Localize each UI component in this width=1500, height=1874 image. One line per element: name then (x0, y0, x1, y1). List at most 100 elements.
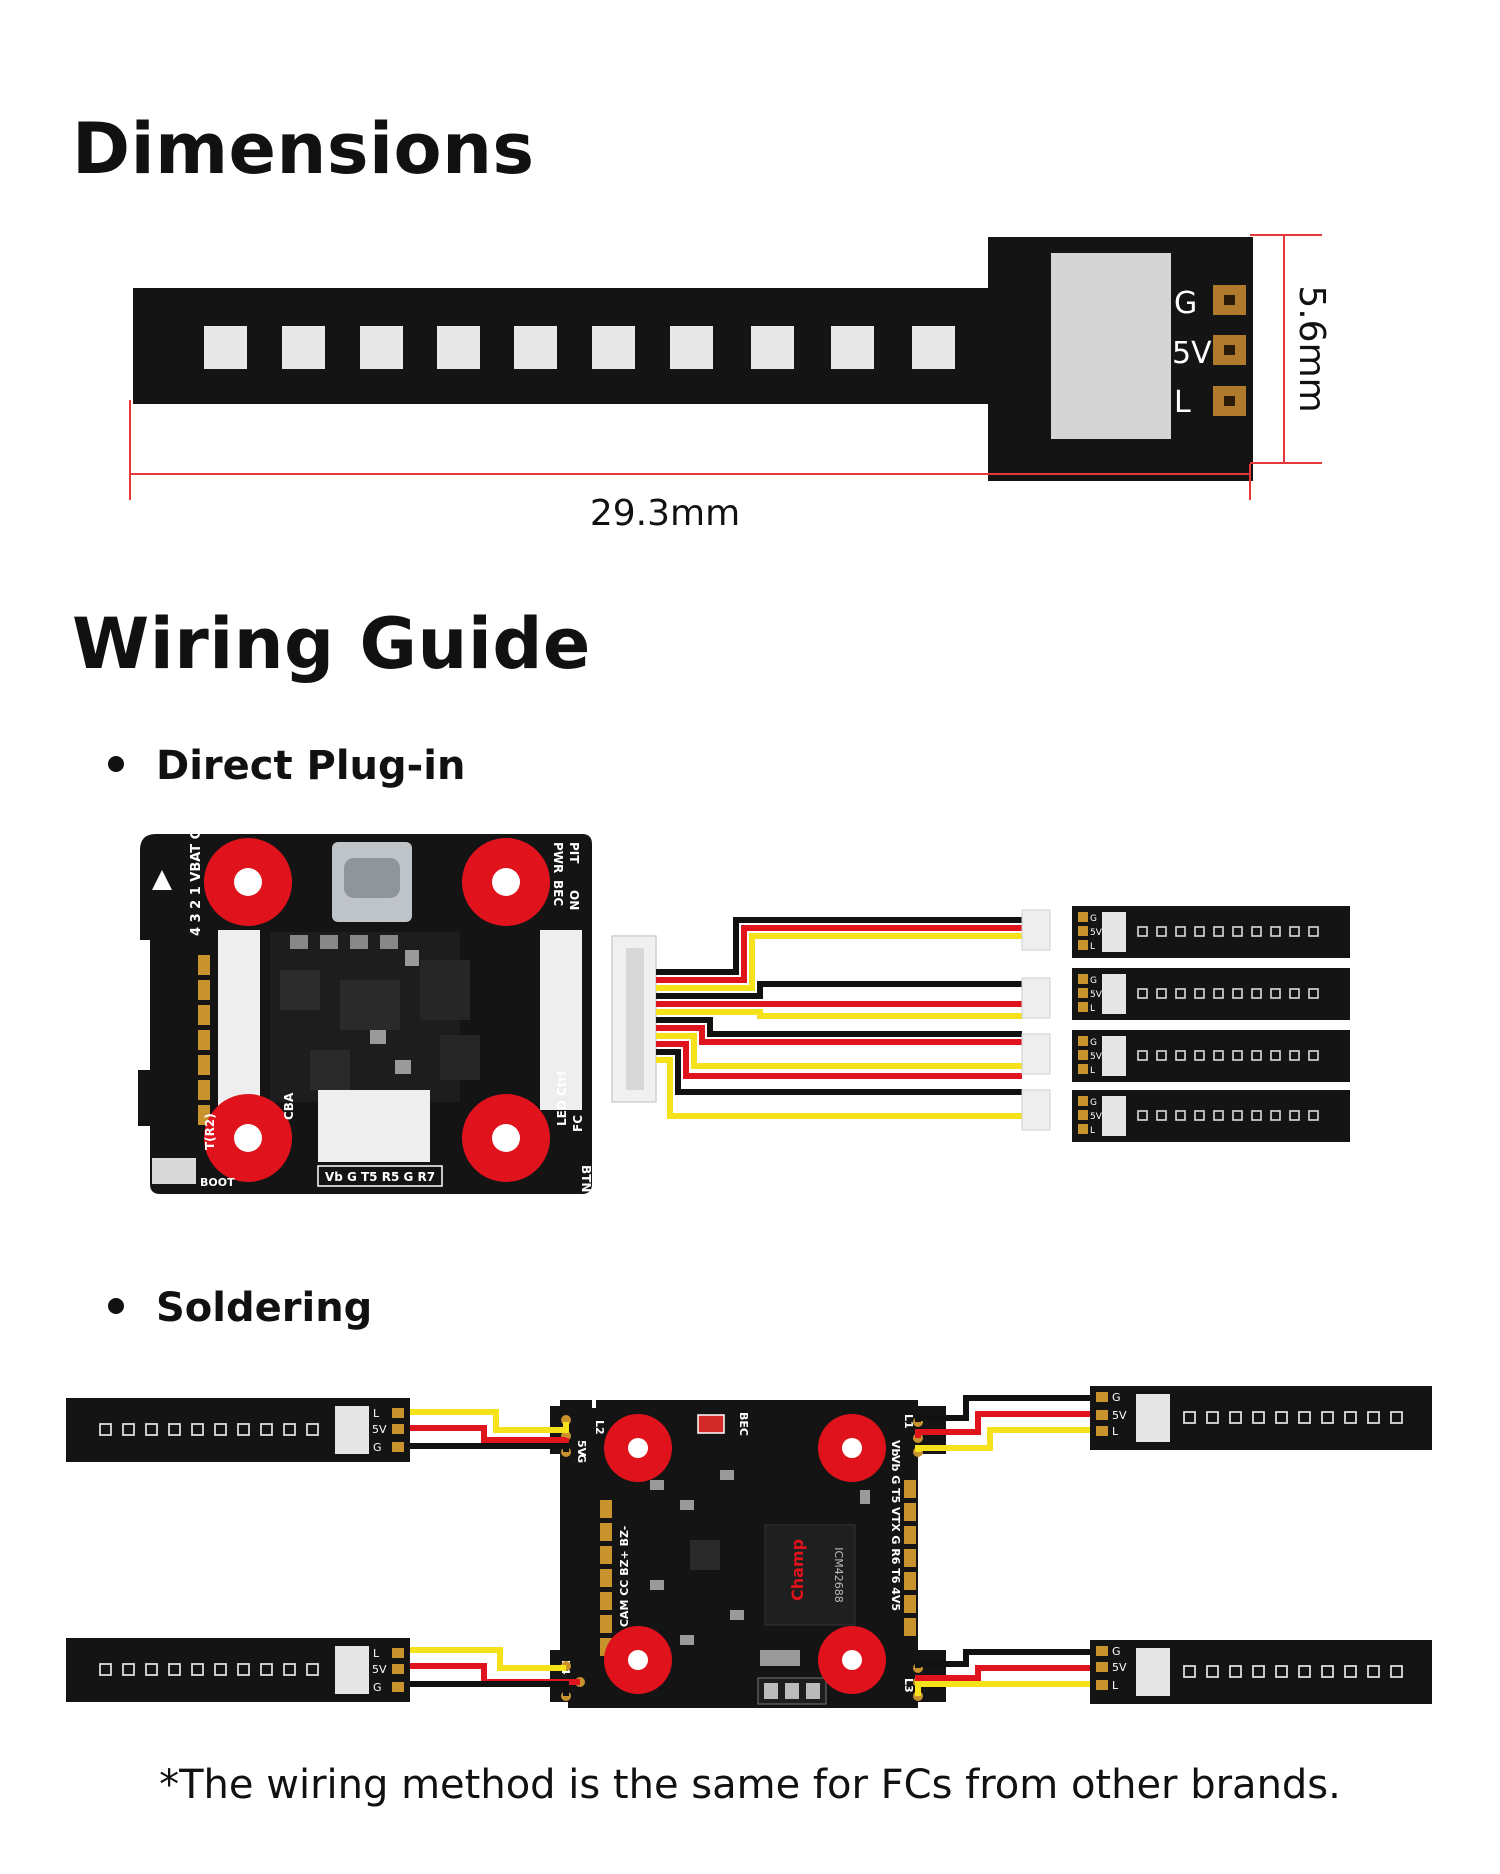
soldering-label: Soldering (156, 1285, 373, 1331)
pad-label: G (1090, 976, 1097, 986)
fc-board: 4 3 2 1 VBAT G PIT PWR BEC ON CBA T(R2) … (138, 829, 593, 1194)
silk-led-ctrl: LED Ctrl (555, 1071, 569, 1126)
edge-pads (198, 955, 210, 1125)
pad-label-g: G (1174, 286, 1197, 321)
chip-label: ICM42688 (832, 1547, 845, 1602)
pad-label: 5V (1112, 1409, 1127, 1422)
main-connector (611, 935, 657, 1103)
silk-pwr: PWR (551, 842, 565, 873)
bullet-icon (108, 756, 124, 772)
silk-bec: BEC (551, 880, 565, 906)
pad-label: 5V (1090, 1112, 1103, 1122)
led-chip (912, 326, 955, 369)
pad-label: 5V (1090, 928, 1103, 938)
jst-plug (1021, 909, 1051, 951)
bullet-icon (108, 1298, 124, 1314)
direct-plugin-label: Direct Plug-in (156, 743, 466, 789)
pad-label: G (373, 1681, 382, 1694)
led-chip (592, 326, 635, 369)
right-column-label: Vb G T5 VTX G R6 T6 4V5 (889, 1455, 902, 1611)
pad-l1-label: L1 (902, 1414, 915, 1429)
pad-label: G (1090, 1098, 1097, 1108)
wires-left-bottom (404, 1647, 580, 1696)
led-strip-dimension-diagram: G 5V L 29.3mm 5.6mm (129, 234, 1332, 534)
led-strip-right-top: G 5V L (1090, 1386, 1432, 1450)
led-chip (831, 326, 874, 369)
led-strip-unit: G 5V L (1021, 1030, 1350, 1082)
direct-plugin-diagram: 4 3 2 1 VBAT G PIT PWR BEC ON CBA T(R2) … (138, 829, 1350, 1194)
jst-plug (1021, 977, 1051, 1019)
pad-label: G (1090, 914, 1097, 924)
led-chip (360, 326, 403, 369)
pad-l3-label: L3 (902, 1678, 915, 1693)
height-dimension (1250, 234, 1322, 464)
pad-label: 5V (372, 1423, 387, 1436)
silk-t-r2: T(R2) (203, 1113, 217, 1150)
led-strip-left-top: L 5V G (66, 1398, 410, 1462)
width-label: 29.3mm (590, 493, 740, 534)
pad-l2-label: L2 (593, 1420, 606, 1435)
pad-label: G (373, 1441, 382, 1454)
pad-g-label: G (575, 1454, 588, 1463)
strip-pads (1213, 285, 1246, 416)
led-chip (514, 326, 557, 369)
bottom-connector (318, 1090, 430, 1162)
led-strip-left-bottom: L 5V G (66, 1638, 410, 1702)
silk-uart: Vb G T5 R5 G R7 (325, 1170, 435, 1184)
led-strip-unit: G 5V L (1021, 968, 1350, 1020)
pad-vb-label: Vb (889, 1440, 902, 1457)
silk-on: ON (567, 890, 581, 910)
wires-left-top (404, 1409, 569, 1452)
silk-pit: PIT (567, 842, 581, 864)
left-edge-pads (600, 1500, 612, 1656)
pad-label: L (1090, 1126, 1095, 1136)
arrow-icon (152, 870, 172, 890)
silk-btn: BTN (579, 1165, 593, 1192)
wires-right-bottom (915, 1649, 1096, 1696)
pad-label: L (1112, 1425, 1119, 1438)
pad-label: L (1090, 1066, 1095, 1076)
soldering-heading: Soldering (108, 1285, 372, 1331)
pad-5v-label: 5V (575, 1440, 588, 1457)
silk-fc: FC (571, 1115, 585, 1132)
led-strip-right-bottom: G 5V L (1090, 1640, 1432, 1704)
silk-vbat: 4 3 2 1 VBAT G (189, 829, 204, 936)
silk-cba: CBA (282, 1092, 296, 1120)
pad-label: 5V (1090, 990, 1103, 1000)
pad-label: G (1090, 1038, 1097, 1048)
controller-chip (1051, 253, 1171, 439)
led-chip (670, 326, 713, 369)
side-connector-left (218, 930, 260, 1110)
component-cluster (270, 932, 480, 1102)
led-chip (437, 326, 480, 369)
pad-label-l: L (1174, 385, 1191, 420)
wire-harness (656, 917, 1022, 1119)
jst-plug (1021, 1033, 1051, 1075)
direct-plugin-heading: Direct Plug-in (108, 743, 465, 789)
left-column-label: 5V G CAM CC BZ+ BZ- (618, 1526, 631, 1660)
boot-button (152, 1158, 196, 1184)
pad-label: 5V (372, 1663, 387, 1676)
pad-label: 5V (1112, 1661, 1127, 1674)
jst-plug (1021, 1089, 1051, 1131)
pad-label: L (1112, 1679, 1119, 1692)
footer-note: *The wiring method is the same for FCs f… (159, 1762, 1341, 1808)
mcu-chip (764, 1524, 856, 1626)
side-connector-right (540, 930, 582, 1110)
soldering-diagram: Champ ICM42688 BEC 5V G CAM CC BZ+ BZ- V… (66, 1386, 1432, 1708)
pad-label: G (1112, 1391, 1121, 1404)
led-strip-unit: G 5V L (1021, 906, 1350, 958)
led-strip-unit: G 5V L (1021, 1089, 1350, 1142)
pad-label: L (1090, 942, 1095, 952)
pad-label: L (373, 1647, 380, 1660)
height-label: 5.6mm (1291, 285, 1332, 412)
brand-label: Champ (788, 1539, 807, 1601)
pad-label-5v: 5V (1172, 336, 1212, 371)
pad-label: L (1090, 1004, 1095, 1014)
led-chip (751, 326, 794, 369)
width-dimension (129, 400, 1251, 500)
dimensions-title: Dimensions (72, 108, 535, 190)
led-chip (204, 326, 247, 369)
bec-label: BEC (737, 1412, 750, 1436)
status-led (697, 1414, 725, 1434)
